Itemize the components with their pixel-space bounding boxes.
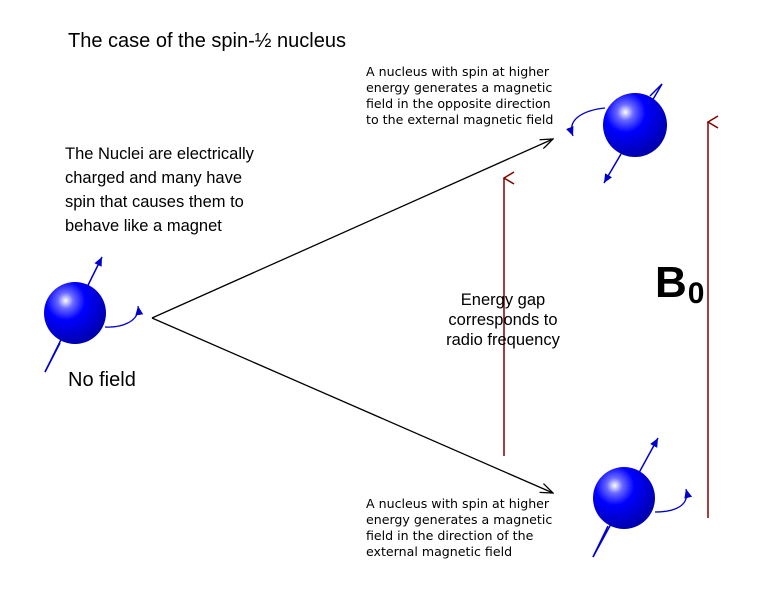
- field-label: B0: [655, 258, 706, 310]
- no-field-label: No field: [68, 369, 136, 391]
- field-symbol: B: [655, 258, 688, 307]
- rotation-arrow-low-energy: [654, 488, 693, 513]
- rotation-arrow-high-energy: [566, 107, 606, 137]
- nucleus-high-energy: [566, 83, 667, 184]
- nucleus-no-field: [44, 256, 144, 373]
- energy-gap-label: Energy gap corresponds to radio frequenc…: [446, 291, 560, 349]
- nucleus-sphere-no-field: [44, 282, 106, 344]
- nucleus-sphere-low-energy: [593, 467, 655, 529]
- nucleus-sphere-high-energy: [603, 93, 667, 157]
- intro-text: The Nuclei are electrically charged and …: [65, 145, 254, 235]
- field-subscript: 0: [687, 277, 706, 310]
- upper-state-arrow: [151, 139, 553, 319]
- nucleus-low-energy: [592, 437, 693, 558]
- diagram-title: The case of the spin-½ nucleus: [68, 30, 346, 52]
- rotation-arrow-no-field: [104, 305, 144, 328]
- lower-state-arrow: [151, 317, 553, 493]
- upper-state-description: A nucleus with spin at higher energy gen…: [366, 64, 554, 127]
- lower-state-description: A nucleus with spin at higher energy gen…: [366, 496, 553, 559]
